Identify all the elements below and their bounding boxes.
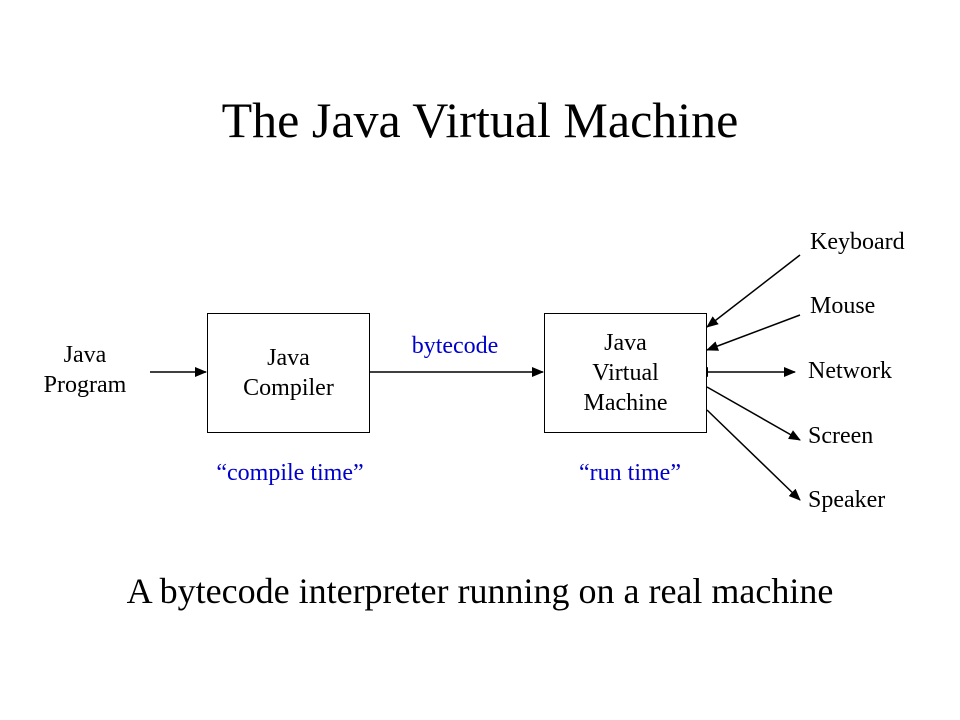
java-compiler-line2: Compiler [243,375,334,401]
slide-caption: A bytecode interpreter running on a real… [126,571,834,611]
mouse-to-jvm-arrow [706,314,801,351]
jvm-to-speaker-arrow [706,409,801,501]
java-program-line2: Program [43,372,127,398]
java-program-line1: Java [63,342,107,368]
java-compiler-box: Java Compiler [207,313,370,433]
compile-time-label: “compile time” [216,460,364,486]
slide-title: The Java Virtual Machine [221,92,739,148]
jvm-to-screen-arrow [706,386,801,441]
device-speaker-label: Speaker [808,487,886,513]
device-screen-label: Screen [808,423,874,449]
run-time-label: “run time” [579,460,681,486]
jvm-line2: Virtual [592,360,659,386]
keyboard-to-jvm-arrow [706,254,801,328]
jvm-box: Java Virtual Machine [544,313,707,433]
java-compiler-line1: Java [267,345,310,371]
device-network-label: Network [808,358,892,384]
bytecode-label: bytecode [411,333,499,359]
device-keyboard-label: Keyboard [810,229,905,255]
jvm-line1: Java [604,330,647,356]
java-program-label: Java Program [20,340,150,400]
device-mouse-label: Mouse [810,293,876,319]
jvm-line3: Machine [583,390,668,416]
